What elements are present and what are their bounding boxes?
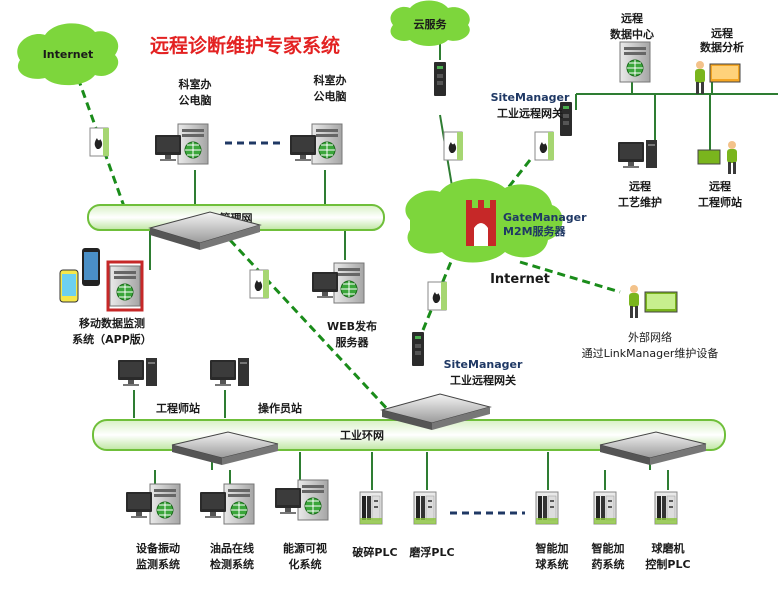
web-server <box>312 262 365 304</box>
gatemanager-server-icon <box>466 200 496 246</box>
smart-ball-label-1: 智能加 <box>536 541 569 555</box>
remote-engineer-label-2: 工程师站 <box>698 195 742 209</box>
remote-data-center <box>619 41 651 83</box>
oil-label-1: 油品在线 <box>210 541 254 555</box>
remote-dc-label-2: 数据中心 <box>610 27 654 41</box>
vibration-system <box>126 483 181 525</box>
energy-label-2: 化系统 <box>289 557 322 571</box>
oil-system <box>200 483 255 525</box>
sitemanager-top-label-2: 工业远程网关 <box>497 106 563 120</box>
remote-analysis-label-2: 数据分析 <box>700 40 744 54</box>
gateway-sitemanager-mid <box>412 332 424 366</box>
remote-engineer-station <box>697 141 737 174</box>
energy-system <box>275 479 329 521</box>
smart-ball-plc <box>535 491 559 525</box>
switch-ring-left <box>171 431 279 465</box>
cloud-service: 云服务 <box>390 0 470 46</box>
crush-plc-label: 破碎PLC <box>352 545 397 559</box>
external-network-user <box>629 285 678 318</box>
web-server-label-2: 服务器 <box>336 335 370 349</box>
gatemanager-label-2: M2M服务器 <box>503 224 567 238</box>
mill-plc <box>654 491 678 525</box>
float-plc-label: 磨浮PLC <box>408 545 454 559</box>
web-server-label-1: WEB发布 <box>327 319 377 333</box>
office-pc-1-label-2: 公电脑 <box>179 93 212 107</box>
external-network-label-1: 外部网络 <box>628 330 672 344</box>
operator-station-label: 操作员站 <box>258 401 302 415</box>
sitemanager-top-label-1: SiteManager <box>491 91 570 104</box>
operator-station <box>210 358 249 386</box>
vibration-label-2: 监测系统 <box>136 557 180 571</box>
engineer-station-label: 工程师站 <box>156 401 200 415</box>
switch-ring-center <box>380 393 492 430</box>
mobile-app-label-1: 移动数据监测 <box>79 316 145 330</box>
firewall-sitemanager-mid <box>427 281 448 311</box>
ring-network-label: 工业环网 <box>340 428 384 442</box>
office-pc-2-label-2: 公电脑 <box>314 89 347 103</box>
engineer-station <box>118 358 157 386</box>
remote-analysis <box>695 61 741 94</box>
page-title: 远程诊断维护专家系统 <box>150 34 340 57</box>
sitemanager-mid-label-1: SiteManager <box>444 358 523 371</box>
cloud-service-label: 云服务 <box>414 17 448 31</box>
link-external <box>519 260 621 294</box>
gatemanager-label-1: GateManager <box>503 211 587 224</box>
smart-reagent-plc <box>593 491 617 525</box>
gateway-cloud <box>434 62 446 96</box>
mill-plc-label-2: 控制PLC <box>645 557 690 571</box>
smart-ball-label-2: 球系统 <box>536 557 569 571</box>
office-pc-1-label-1: 科室办 <box>179 77 212 91</box>
sitemanager-mid-label-2: 工业远程网关 <box>450 373 516 387</box>
remote-process-label-1: 远程 <box>629 179 651 193</box>
cloud-internet-left: Internet <box>17 23 119 86</box>
external-network-label-2: 通过LinkManager维护设备 <box>582 346 719 360</box>
float-plc <box>413 491 437 525</box>
remote-analysis-label-1: 远程 <box>711 26 733 40</box>
firewall-sitemanager-top <box>534 131 555 161</box>
switch-mgmt <box>148 211 262 250</box>
mobile-devices <box>59 248 144 312</box>
cloud-internet-left-label: Internet <box>43 48 94 61</box>
smart-reagent-label-1: 智能加 <box>592 541 625 555</box>
remote-process-maintenance <box>618 140 657 168</box>
energy-label-1: 能源可视 <box>283 541 327 555</box>
firewall-mgmt <box>249 269 270 299</box>
smart-reagent-label-2: 药系统 <box>592 557 625 571</box>
vibration-label-1: 设备振动 <box>136 541 180 555</box>
office-pc-1 <box>155 123 209 165</box>
switch-ring-right <box>599 431 707 465</box>
firewall-cloud <box>443 131 464 161</box>
remote-dc-label-1: 远程 <box>621 11 643 25</box>
remote-engineer-label-1: 远程 <box>709 179 731 193</box>
crush-plc <box>359 491 383 525</box>
mobile-app-label-2: 系统（APP版） <box>72 332 152 346</box>
office-pc-2-label-1: 科室办 <box>314 73 347 87</box>
oil-label-2: 检测系统 <box>210 557 254 571</box>
firewall-left <box>89 127 110 157</box>
remote-process-label-2: 工艺维护 <box>618 195 662 209</box>
link-mgmt-to-ring <box>228 238 392 414</box>
office-pc-2 <box>290 123 343 165</box>
mill-plc-label-1: 球磨机 <box>652 541 685 555</box>
cloud-internet-center-label: Internet <box>490 272 550 287</box>
